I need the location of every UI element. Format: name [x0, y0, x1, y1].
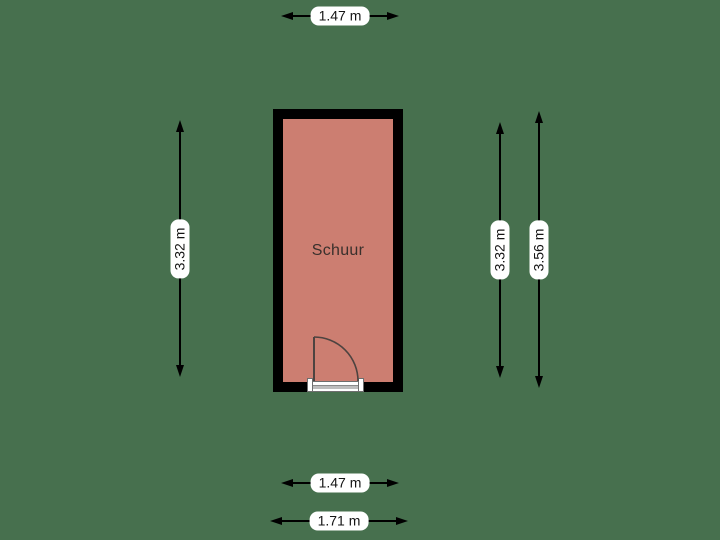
dimension-label-top: 1.47 m — [310, 6, 370, 26]
dimension-right-outer: 3.56 m — [529, 111, 549, 388]
dimension-label-left: 3.32 m — [170, 219, 190, 278]
dimension-left: 3.32 m — [170, 120, 190, 377]
arrowhead-down-icon — [496, 366, 504, 378]
door-jamb-left — [307, 378, 313, 392]
door-swing-arc-icon — [313, 336, 359, 382]
arrowhead-left-icon — [281, 479, 293, 487]
floorplan: Schuur — [273, 109, 403, 392]
door-leaf — [313, 337, 315, 381]
dimension-top: 1.47 m — [281, 6, 399, 26]
arrowhead-down-icon — [176, 365, 184, 377]
door-threshold — [307, 381, 364, 392]
arrowhead-right-icon — [387, 12, 399, 20]
arrowhead-left-icon — [281, 12, 293, 20]
arrowhead-up-icon — [176, 120, 184, 132]
arrowhead-down-icon — [535, 376, 543, 388]
arrowhead-right-icon — [396, 517, 408, 525]
dimension-right-inner: 3.32 m — [490, 122, 510, 378]
door-threshold-lines — [307, 385, 364, 389]
dimension-label-bottom-outer: 1.71 m — [309, 511, 369, 531]
dimension-bottom-inner: 1.47 m — [281, 473, 399, 493]
dimension-label-right-inner: 3.32 m — [490, 220, 510, 280]
dimension-label-right-outer: 3.56 m — [529, 220, 549, 279]
arrowhead-right-icon — [387, 479, 399, 487]
room-label: Schuur — [311, 241, 365, 259]
arrowhead-up-icon — [535, 111, 543, 123]
dimension-label-bottom-inner: 1.47 m — [310, 473, 370, 493]
arrowhead-left-icon — [270, 517, 282, 525]
dimension-bottom-outer: 1.71 m — [270, 511, 408, 531]
room-schuur: Schuur — [283, 119, 393, 382]
arrowhead-up-icon — [496, 122, 504, 134]
door-jamb-right — [358, 378, 364, 392]
